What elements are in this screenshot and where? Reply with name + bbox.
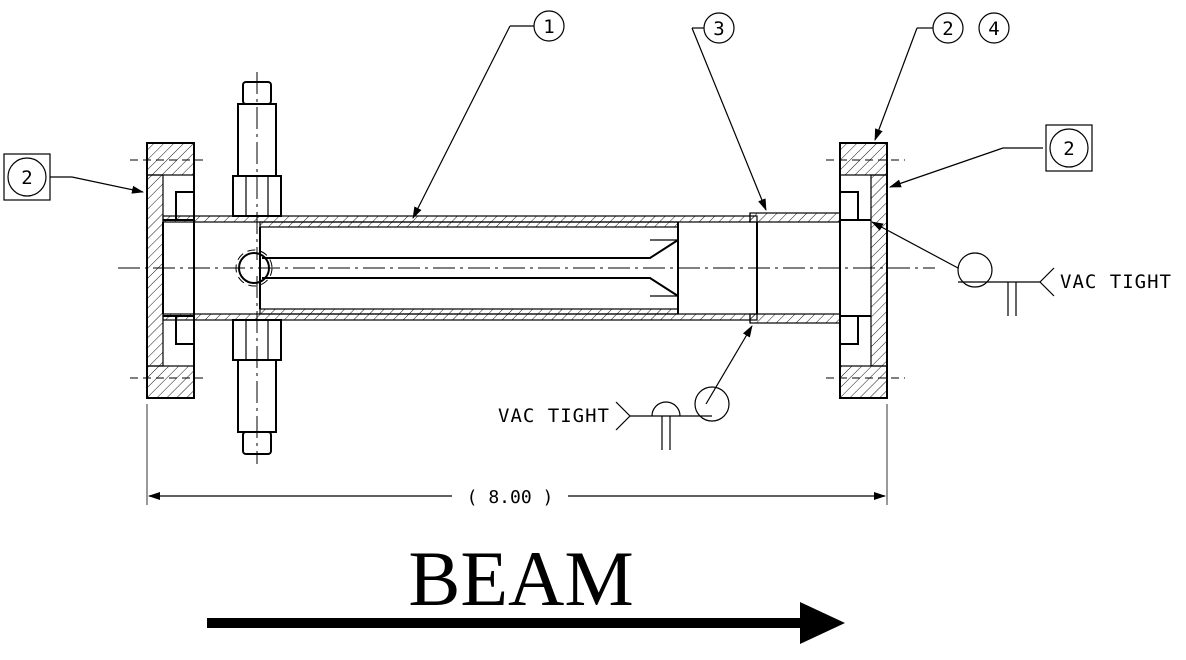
body-tube (162, 215, 758, 321)
callout-2-left: 2 (3, 153, 144, 201)
beam-arrow-shaft (207, 618, 807, 628)
sleeve (749, 212, 841, 324)
svg-text:2: 2 (942, 18, 953, 40)
lower-actuator (232, 276, 282, 464)
svg-text:2: 2 (21, 167, 32, 189)
svg-text:2: 2 (1063, 138, 1074, 160)
overall-dimension: ( 8.00 ) (146, 404, 888, 508)
svg-text:VAC TIGHT: VAC TIGHT (498, 405, 610, 427)
callout-3: 3 (691, 12, 767, 211)
weld-symbol-lower: VAC TIGHT (498, 325, 753, 450)
svg-text:1: 1 (543, 16, 554, 38)
beam-label: BEAM (408, 535, 633, 622)
svg-text:3: 3 (713, 18, 724, 40)
upper-actuator (232, 72, 282, 260)
right-flange (826, 142, 905, 399)
pivot-pin (235, 249, 273, 287)
svg-text:4: 4 (988, 18, 999, 40)
callout-1: 1 (412, 10, 565, 219)
svg-text:( 8.00 ): ( 8.00 ) (467, 487, 554, 508)
left-flange (130, 142, 208, 399)
svg-text:VAC TIGHT: VAC TIGHT (1060, 271, 1172, 293)
callout-2-4: 2 4 (874, 12, 1010, 141)
callout-2-right: 2 (889, 124, 1093, 188)
beam-direction: BEAM (207, 535, 845, 644)
beam-arrow-head (800, 602, 845, 644)
weld-symbol-right: VAC TIGHT (871, 221, 1172, 316)
